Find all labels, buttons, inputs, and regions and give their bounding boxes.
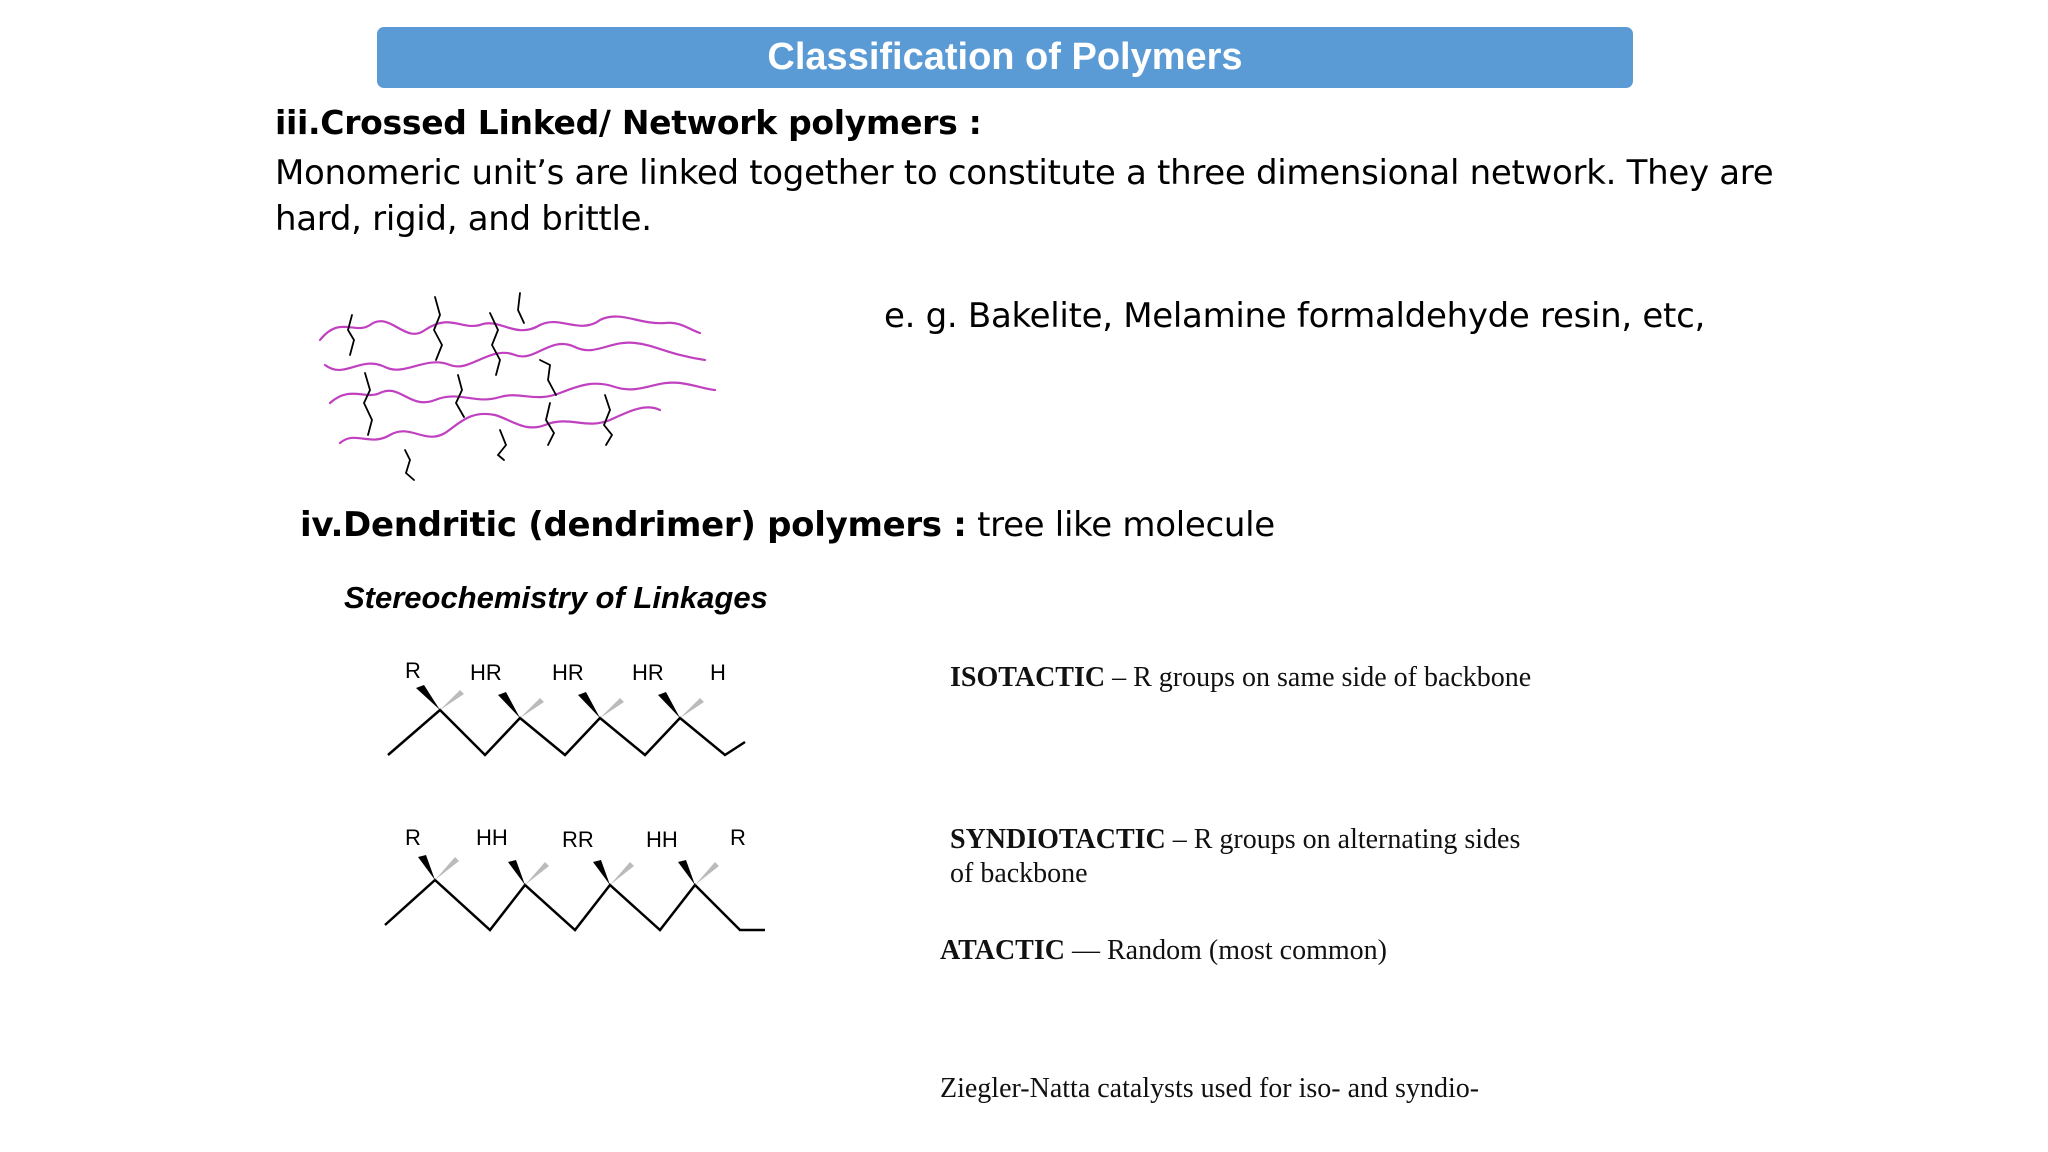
isotactic-label: HR [470,660,502,685]
atactic-description: ATACTIC — Random (most common) [940,935,1387,967]
cross-link [404,449,415,481]
cross-link [539,359,557,396]
ziegler-natta-note: Ziegler-Natta catalysts used for iso- an… [940,1073,1480,1104]
syndiotactic-description: SYNDIOTACTIC – R groups on alternating s… [950,823,1520,891]
syndiotactic-label: R [405,825,421,850]
polymer-chain [328,381,717,405]
cross-link [496,429,508,461]
syndiotactic-line-1: SYNDIOTACTIC – R groups on alternating s… [950,823,1520,857]
isotactic-desc-text: – R groups on same side of backbone [1105,662,1532,693]
network-polymers-example: e. g. Bakelite, Melamine formaldehyde re… [884,296,1705,336]
cross-link [363,372,373,436]
stereochemistry-title: Stereochemistry of Linkages [344,580,768,615]
syndiotactic-term: SYNDIOTACTIC [950,824,1166,855]
isotactic-label: H [710,660,726,685]
cross-link [517,292,525,324]
isotactic-label: R [405,658,421,683]
polymer-chain [323,341,707,371]
isotactic-label: HR [632,660,664,685]
network-polymer-diagram [318,292,717,481]
isotactic-term: ISOTACTIC [950,662,1106,693]
dendritic-polymers-line: iv.Dendritic (dendrimer) polymers : tree… [300,505,1275,545]
dendritic-polymers-text: tree like molecule [966,505,1275,545]
syndiotactic-label: HH [646,827,678,852]
cross-link [602,394,614,446]
network-polymers-description: Monomeric unit’s are linked together to … [275,153,1774,239]
syndiotactic-label: HH [476,825,508,850]
cross-link [454,374,465,418]
cross-link [433,296,443,361]
cross-link [489,312,501,376]
atactic-term: ATACTIC [940,935,1065,966]
slide-title: Classification of Polymers [767,36,1243,78]
syndiotactic-structure: R HH RR HH R [384,825,765,932]
isotactic-structure: R HR HR HR H [387,658,746,757]
syndiotactic-line-2: of backbone [950,858,1088,889]
isotactic-description: ISOTACTIC – R groups on same side of bac… [950,662,1531,694]
atactic-desc-text: — Random (most common) [1064,935,1387,966]
syndiotactic-desc-text: – R groups on alternating sides [1165,824,1521,855]
isotactic-label: HR [552,660,584,685]
cross-link [545,402,556,446]
network-polymers-heading: iii.Crossed Linked/ Network polymers : [275,103,982,142]
polymer-chain [338,406,662,445]
syndiotactic-label: R [730,825,746,850]
syndiotactic-label: RR [562,827,594,852]
dendritic-polymers-heading: iv.Dendritic (dendrimer) polymers : [300,505,967,545]
slide-title-bar: Classification of Polymers [377,27,1633,88]
polymer-chain [318,315,702,342]
cross-link [347,314,355,356]
